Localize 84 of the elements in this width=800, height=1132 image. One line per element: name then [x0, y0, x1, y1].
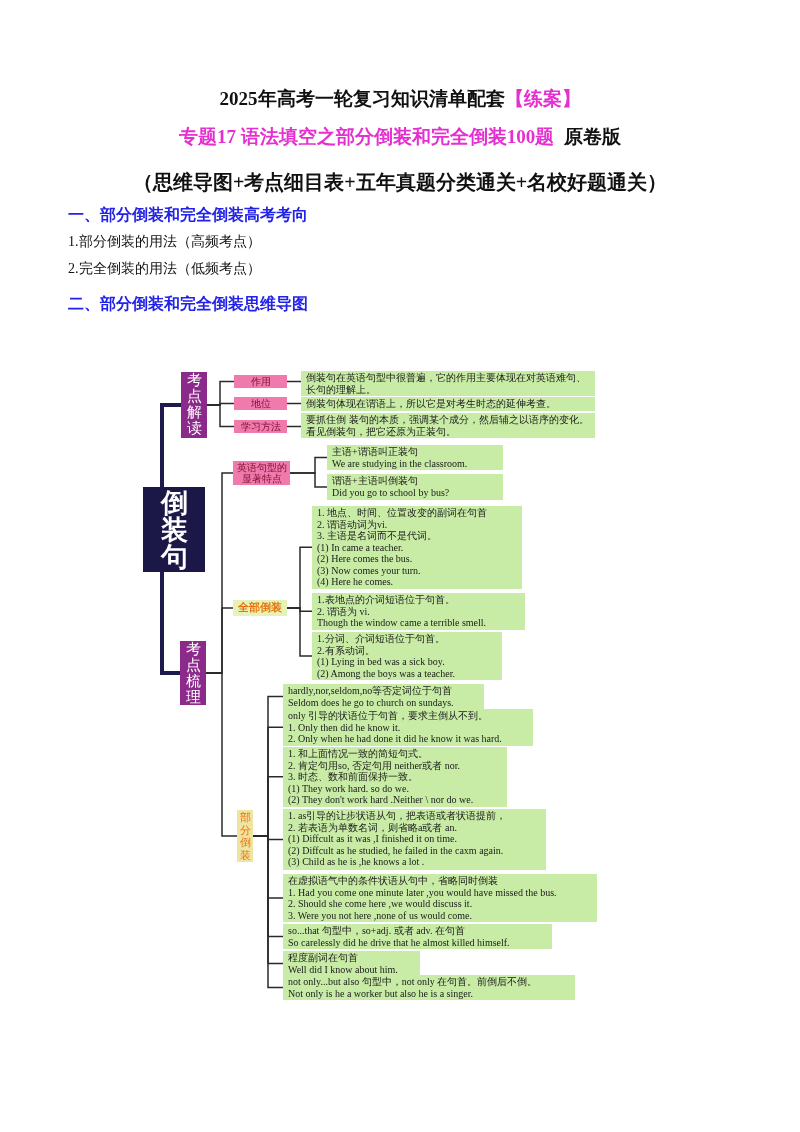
note-line: so...that 句型中，so+adj. 或者 adv. 在句首 [288, 925, 466, 937]
note-line: So carelessly did he drive that he almost killed himself. [288, 936, 511, 948]
note-line: 1. 和上面情况一致的简短句式。 [288, 748, 429, 760]
connector-line [252, 835, 284, 989]
note-line: Well did I know about him. [288, 963, 399, 975]
note-line: (2) Diffcult as he studied, he failed in the caxm again. [288, 844, 505, 856]
page-title: 2025年高考一轮复习知识清单配套 [219, 87, 505, 111]
note-line: (2) They don't work hard .Neither \ nor do we. [288, 794, 475, 806]
note-box: 倒装句在英语句型中很普遍，它的作用主要体现在对英语难句、长句的理解上。 [301, 371, 595, 396]
category-box: 考点解读 [181, 372, 207, 438]
note-line: 2. 若表语为单数名词，则省略a或者 an. [288, 821, 458, 833]
note-line: 1.表地点的介词短语位于句首。 [317, 594, 456, 606]
note-line: 2.有系动词。 [317, 644, 376, 656]
note-line: 程度副词在句首 [288, 952, 359, 964]
note-line: (2) Here comes the bus. [317, 553, 414, 565]
note-line: (2) Among the boys was a teacher. [317, 667, 457, 679]
subtopic-tag: 地位 [234, 397, 287, 410]
note-box [327, 445, 503, 470]
note-line: 2. Only when he had done it did he know it was hard. [288, 733, 503, 745]
subtopic-tag: 部分倒装 [237, 810, 253, 862]
note-box [312, 506, 522, 589]
edition-label: 原卷版 [564, 125, 622, 149]
note-line: (3) Child as he is ,he knows a lot . [288, 856, 426, 868]
note-box [283, 684, 484, 709]
note-line: not only...but also 句型中，not only 在句首。前倒后不倒。 [288, 976, 539, 988]
note-line: 2. 谓语为 vi. [317, 605, 371, 617]
series-tag: 【练案】 [504, 86, 581, 112]
note-line: 1. as引导的让步状语从句，把表语或者状语提前， [288, 810, 508, 822]
note-box: 倒装句体现在谓语上，所以它是对考生时态的延伸考查。 [301, 397, 595, 411]
note-box [312, 632, 502, 680]
note-line: (3) Now comes your turn. [317, 564, 422, 576]
note-line: 1.分词、介词短语位于句首。 [317, 633, 446, 645]
note-line: 2. 肯定句用so, 否定句用 neither或者 nor. [288, 759, 461, 771]
subtopic-tag: 作用 [234, 375, 287, 388]
connector-line [160, 572, 180, 675]
connector-line [206, 404, 235, 428]
note-box [312, 593, 525, 630]
note-box [327, 474, 503, 500]
note-line: 3. Were you not here ,none of us would come. [288, 909, 473, 921]
note-line: hardly,nor,seldom,no等否定词位于句首 [288, 685, 454, 697]
category-box: 考点梳理 [180, 641, 206, 705]
note-line: 在虚拟语气中的条件状语从句中，省略同时倒装 [288, 875, 499, 887]
list-item: 2.完全倒装的用法（低频考点） [68, 260, 261, 278]
note-line: We are studying in the classroom. [332, 457, 469, 469]
note-line: 2. 谓语动词为vi. [317, 518, 389, 530]
note-line: 2. Should she come here ,we would discuss it. [288, 898, 474, 910]
note-box [283, 747, 507, 807]
note-line: only 引导的状语位于句首，要求主倒从不到。 [288, 710, 490, 722]
root-topic-box: 倒装句 [143, 487, 205, 572]
list-item: 1.部分倒装的用法（高频考点） [68, 233, 261, 251]
connector-line [205, 672, 238, 837]
note-box [283, 874, 597, 922]
note-line: 主语+谓语叫正装句 [332, 446, 419, 458]
note-line: (1) Diffcult as it was ,I finished it on time. [288, 833, 458, 845]
note-line: (4) Here he comes. [317, 576, 395, 588]
topic-heading: 专题17 语法填空之部分倒装和完全倒装100题 [178, 125, 555, 149]
note-box [283, 924, 552, 949]
section-heading: 二、部分倒装和完全倒装思维导图 [68, 294, 308, 315]
note-line: 3. 时态、数和前面保持一致。 [288, 771, 419, 783]
note-line: 3. 主语是名词而不是代词。 [317, 530, 438, 542]
connector-line [160, 403, 181, 487]
note-box [283, 951, 420, 976]
note-line: Not only is he a worker but also he is a singer. [288, 987, 474, 999]
note-box [283, 809, 546, 870]
note-line: Did you go to school by bus? [332, 486, 451, 498]
note-line: (1) Lying in bed was a sick boy. [317, 656, 446, 668]
subtopic-tag: 全部倒装 [233, 600, 287, 616]
note-line: (1) In came a teacher. [317, 541, 405, 553]
note-line: (1) They work hard. so do we. [288, 782, 410, 794]
note-line: 谓语+主语叫倒装句 [332, 475, 419, 487]
note-line: Seldom does he go to church on sundays. [288, 696, 455, 708]
subtitle: （思维导图+考点细目表+五年真题分类通关+名校好题通关） [132, 170, 668, 195]
note-box: 要抓住倒 装句的本质，强调某个成分，然后辅之以语序的变化。看见倒装句，把它还原为正装句。 [301, 413, 595, 438]
subtopic-tag: 英语句型的显著特点 [233, 461, 290, 485]
connector-line [286, 607, 313, 657]
connector-line [289, 472, 328, 488]
note-box [283, 709, 533, 746]
note-line: 1. Had you come one minute later ,you would have missed the bus. [288, 886, 558, 898]
note-box [283, 975, 575, 1000]
note-line: Though the window came a terrible smell. [317, 617, 488, 629]
subtopic-tag: 学习方法 [234, 420, 287, 433]
note-line: 1. 地点、时间、位置改变的副词在句首 [317, 507, 488, 519]
note-line: 1. Only then did he know it. [288, 721, 402, 733]
section-heading: 一、部分倒装和完全倒装高考考向 [68, 205, 308, 226]
